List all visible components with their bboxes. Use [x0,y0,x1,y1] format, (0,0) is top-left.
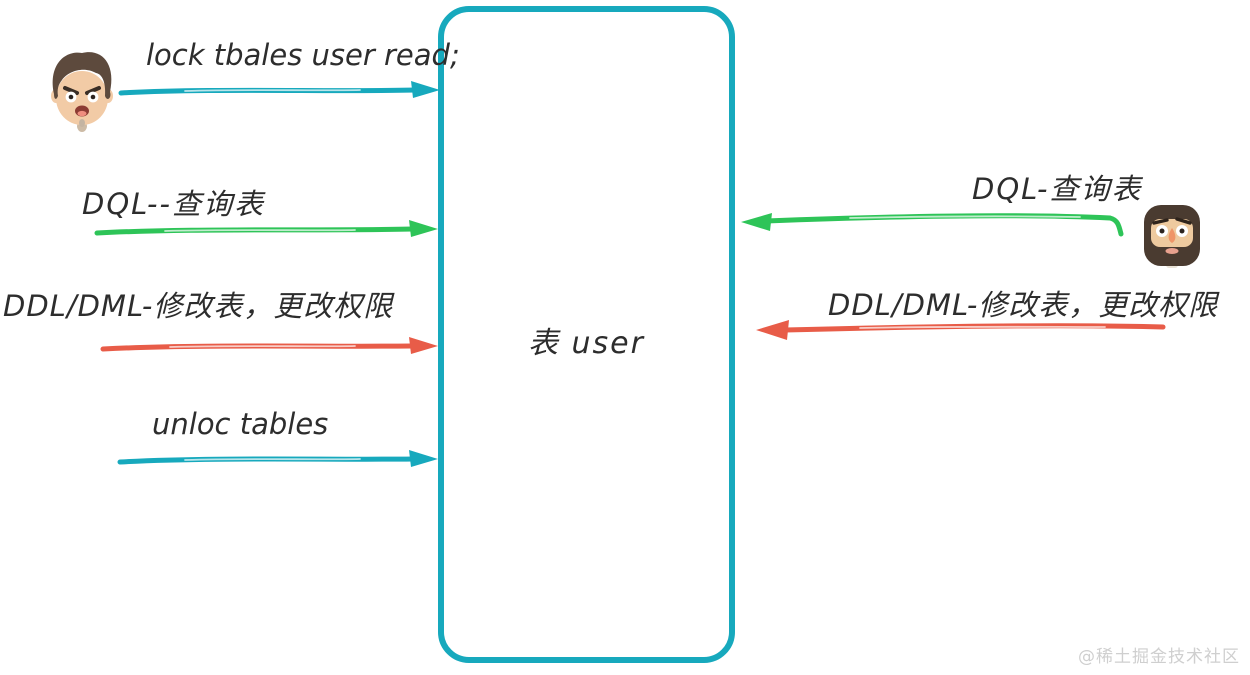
arrowhead-left [756,320,789,340]
right-client-avatar-icon [1144,205,1200,268]
arrowhead-right [409,337,438,354]
message-label-lock-tables: lock tbales user read; [146,38,460,72]
message-label-ddl-right: DDL/DML-修改表，更改权限 [828,288,1219,322]
arrowhead-right [409,450,438,467]
watermark-text: @稀土掘金技术社区 [1078,647,1240,667]
arrowhead-right [409,220,438,237]
message-label-dql-right: DQL-查询表 [972,172,1143,206]
left-client-avatar-icon [51,52,113,132]
arrowhead-right [411,81,440,98]
table-box-label: 表 user [528,326,645,361]
arrow-ddl-left [100,337,438,354]
arrowhead-left [741,213,772,231]
message-label-unlock-tables: unloc tables [152,407,329,441]
arrow-lock-tables [118,81,440,98]
message-label-ddl-left: DDL/DML-修改表，更改权限 [3,289,394,323]
message-label-dql-left: DQL--查询表 [82,187,265,221]
arrow-dql-right [741,213,1124,237]
arrow-unlock-tables [117,450,438,467]
